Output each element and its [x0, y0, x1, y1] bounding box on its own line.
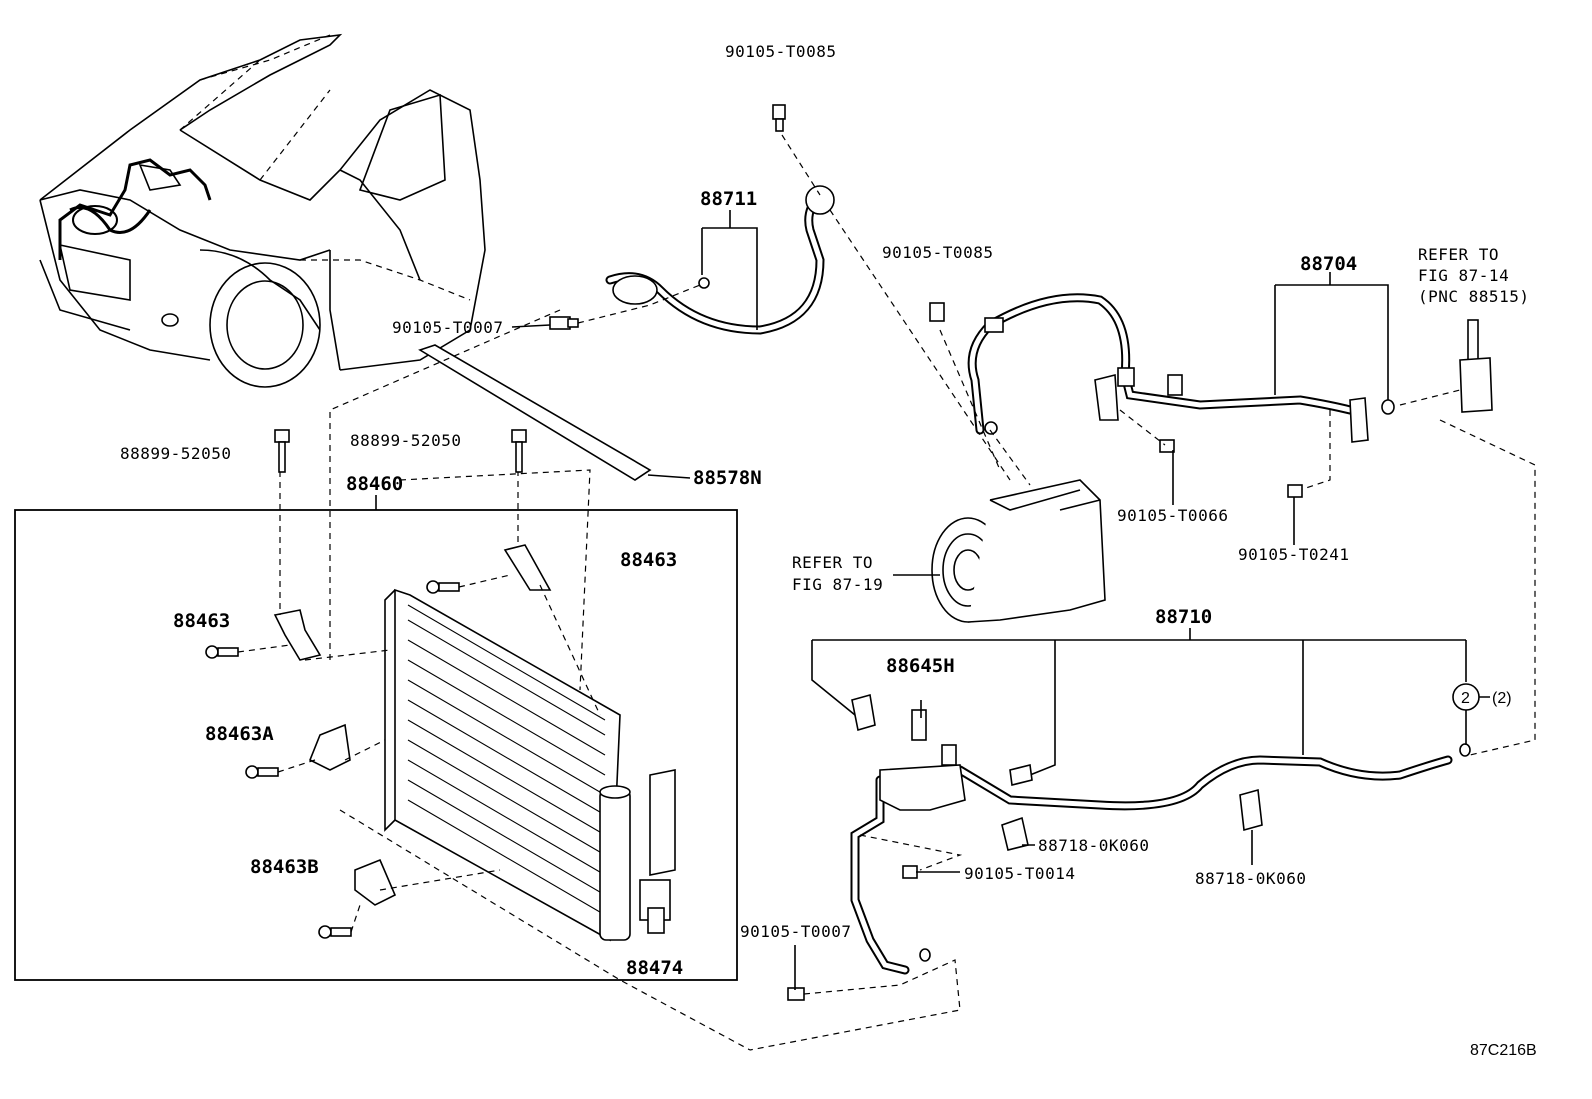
- label-90105-T0085-mid[interactable]: 90105-T0085: [882, 243, 993, 262]
- expansion-valve: [1459, 319, 1493, 413]
- label-88710[interactable]: 88710: [1155, 606, 1212, 628]
- label-90105-T0007-bottom[interactable]: 90105-T0007: [740, 922, 851, 941]
- suction-hose-88704: [929, 293, 1395, 443]
- label-90105-T0241[interactable]: 90105-T0241: [1238, 545, 1349, 564]
- condenser-core: [384, 588, 676, 942]
- label-90105-T0066[interactable]: 90105-T0066: [1117, 506, 1228, 525]
- label-88463-left[interactable]: 88463: [173, 610, 230, 632]
- label-pnc-88515: (PNC 88515): [1418, 287, 1529, 306]
- vehicle-illustration: [39, 33, 486, 388]
- label-90105-T0014[interactable]: 90105-T0014: [964, 864, 1075, 883]
- bolts-88899: [274, 429, 527, 473]
- condenser-brackets: [205, 460, 751, 1051]
- callout-qty: (2): [1492, 690, 1512, 707]
- label-fig-87-14[interactable]: FIG 87-14: [1418, 266, 1509, 285]
- label-88463B[interactable]: 88463B: [250, 856, 319, 878]
- label-88645H[interactable]: 88645H: [886, 655, 955, 677]
- label-fig-87-19[interactable]: FIG 87-19: [792, 575, 883, 594]
- diagram-code: 87C216B: [1470, 1042, 1537, 1059]
- label-88704[interactable]: 88704: [1300, 253, 1357, 275]
- label-88718-0K060-b[interactable]: 88718-0K060: [1195, 869, 1306, 888]
- label-88460[interactable]: 88460: [346, 473, 403, 495]
- label-88474[interactable]: 88474: [626, 957, 683, 979]
- label-90105-T0007-top[interactable]: 90105-T0007: [392, 318, 503, 337]
- part-labels: 90105-T0085 88711 90105-T0007 88899-5205…: [120, 42, 1537, 1059]
- liquid-line-88710: [787, 693, 1471, 1001]
- label-88578N[interactable]: 88578N: [693, 467, 762, 489]
- seal-strip-88578N: [418, 344, 652, 481]
- label-88463A[interactable]: 88463A: [205, 723, 274, 745]
- label-88899-52050-mid[interactable]: 88899-52050: [350, 431, 461, 450]
- label-90105-T0085-top[interactable]: 90105-T0085: [725, 42, 836, 61]
- label-88711[interactable]: 88711: [700, 188, 757, 210]
- compressor: [931, 479, 1106, 623]
- label-88463-right[interactable]: 88463: [620, 549, 677, 571]
- discharge-hose-88711: [549, 185, 835, 335]
- label-88718-0K060-a[interactable]: 88718-0K060: [1038, 836, 1149, 855]
- label-88899-52050-left[interactable]: 88899-52050: [120, 444, 231, 463]
- label-refer-to-2: REFER TO: [792, 553, 873, 572]
- label-refer-to-1: REFER TO: [1418, 245, 1499, 264]
- callout-2: 2: [1461, 690, 1470, 707]
